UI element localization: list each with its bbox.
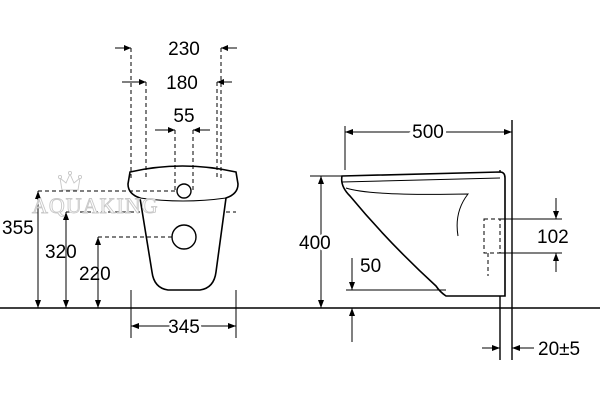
dim-label-500: 500 xyxy=(412,122,444,143)
side-bracket-dashed xyxy=(483,218,501,254)
side-bowl-outline xyxy=(340,171,506,297)
front-view: 230 180 55 355 xyxy=(2,39,239,341)
crown-icon xyxy=(57,170,83,191)
dim-345: 345 xyxy=(130,290,237,341)
dim-20: 20±5 xyxy=(482,339,580,360)
dim-102: 102 xyxy=(500,198,571,272)
front-seat-line xyxy=(139,197,227,202)
dim-label-400: 400 xyxy=(299,233,331,254)
dim-400: 400 xyxy=(297,175,342,308)
side-bowl-inner xyxy=(345,187,470,237)
dim-50: 50 xyxy=(346,256,446,342)
dim-220: 220 xyxy=(79,237,111,308)
dim-label-320: 320 xyxy=(45,242,77,263)
dim-500: 500 xyxy=(344,119,512,170)
dim-label-20: 20±5 xyxy=(538,339,580,360)
dim-label-345: 345 xyxy=(168,317,200,338)
dim-label-50: 50 xyxy=(360,256,381,277)
dim-label-220: 220 xyxy=(79,264,111,285)
side-view: 500 400 50 102 xyxy=(297,119,580,360)
watermark-text: AQUAKING xyxy=(32,193,159,218)
dim-355: 355 xyxy=(2,191,41,308)
dim-label-355: 355 xyxy=(2,218,34,239)
dim-180: 180 xyxy=(122,73,232,94)
dim-label-55: 55 xyxy=(173,106,194,127)
dim-label-102: 102 xyxy=(537,227,569,248)
dim-55: 55 xyxy=(155,106,210,133)
side-rim-line xyxy=(341,177,501,183)
dim-320: 320 xyxy=(45,212,77,308)
dim-230: 230 xyxy=(115,39,237,60)
watermark: AQUAKING xyxy=(32,170,159,218)
front-fixing-hole xyxy=(176,183,192,199)
dim-label-230: 230 xyxy=(168,39,200,60)
front-bowl-outline xyxy=(127,165,239,291)
dim-label-180: 180 xyxy=(166,73,198,94)
